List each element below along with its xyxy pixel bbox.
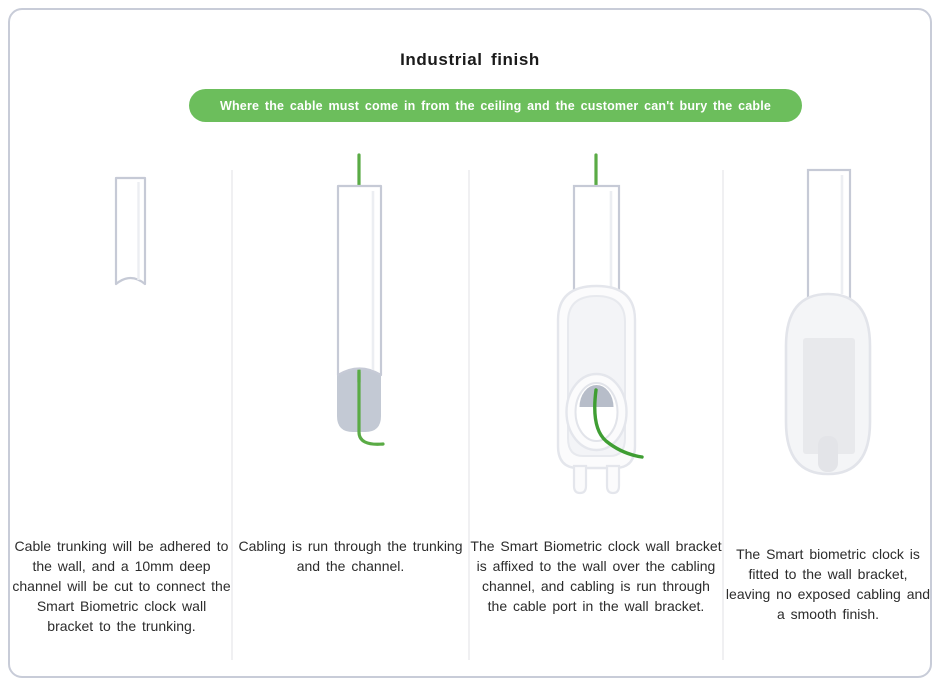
trunking-shape [572, 184, 621, 293]
cable-trunking-shape [114, 176, 147, 286]
step-3-illustration [470, 150, 722, 510]
info-banner: Where the cable must come in from the ce… [189, 89, 802, 122]
step-1-illustration [12, 150, 231, 510]
info-banner-text: Where the cable must come in from the ce… [219, 98, 772, 113]
clock-button [818, 436, 838, 472]
step-column-3: The Smart Biometric clock wall bracket i… [470, 150, 722, 670]
step-1-caption: Cable trunking will be adhered to the wa… [12, 538, 231, 634]
page-title: Industrial finish [400, 50, 540, 69]
bracket-foot-right [605, 464, 621, 495]
column-divider-2 [468, 170, 470, 660]
step-2-illustration [233, 150, 468, 510]
column-divider-3 [722, 170, 724, 660]
trunking-shape [336, 184, 383, 377]
step-4-illustration [724, 150, 932, 510]
cable-line-through-port [593, 388, 644, 459]
trunking-shape [806, 168, 852, 300]
step-2-caption: Cabling is run through the trunking and … [238, 538, 463, 574]
cable-line-lower [357, 370, 385, 446]
step-column-1: Cable trunking will be adhered to the wa… [12, 150, 231, 670]
step-4-caption: The Smart biometric clock is fitted to t… [725, 546, 931, 622]
column-divider-1 [231, 170, 233, 660]
bracket-foot-left [572, 464, 588, 495]
step-column-2: Cabling is run through the trunking and … [233, 150, 468, 670]
step-column-4: The Smart biometric clock is fitted to t… [724, 150, 932, 670]
clock-screen [803, 338, 855, 454]
step-3-caption: The Smart Biometric clock wall bracket i… [470, 538, 722, 614]
